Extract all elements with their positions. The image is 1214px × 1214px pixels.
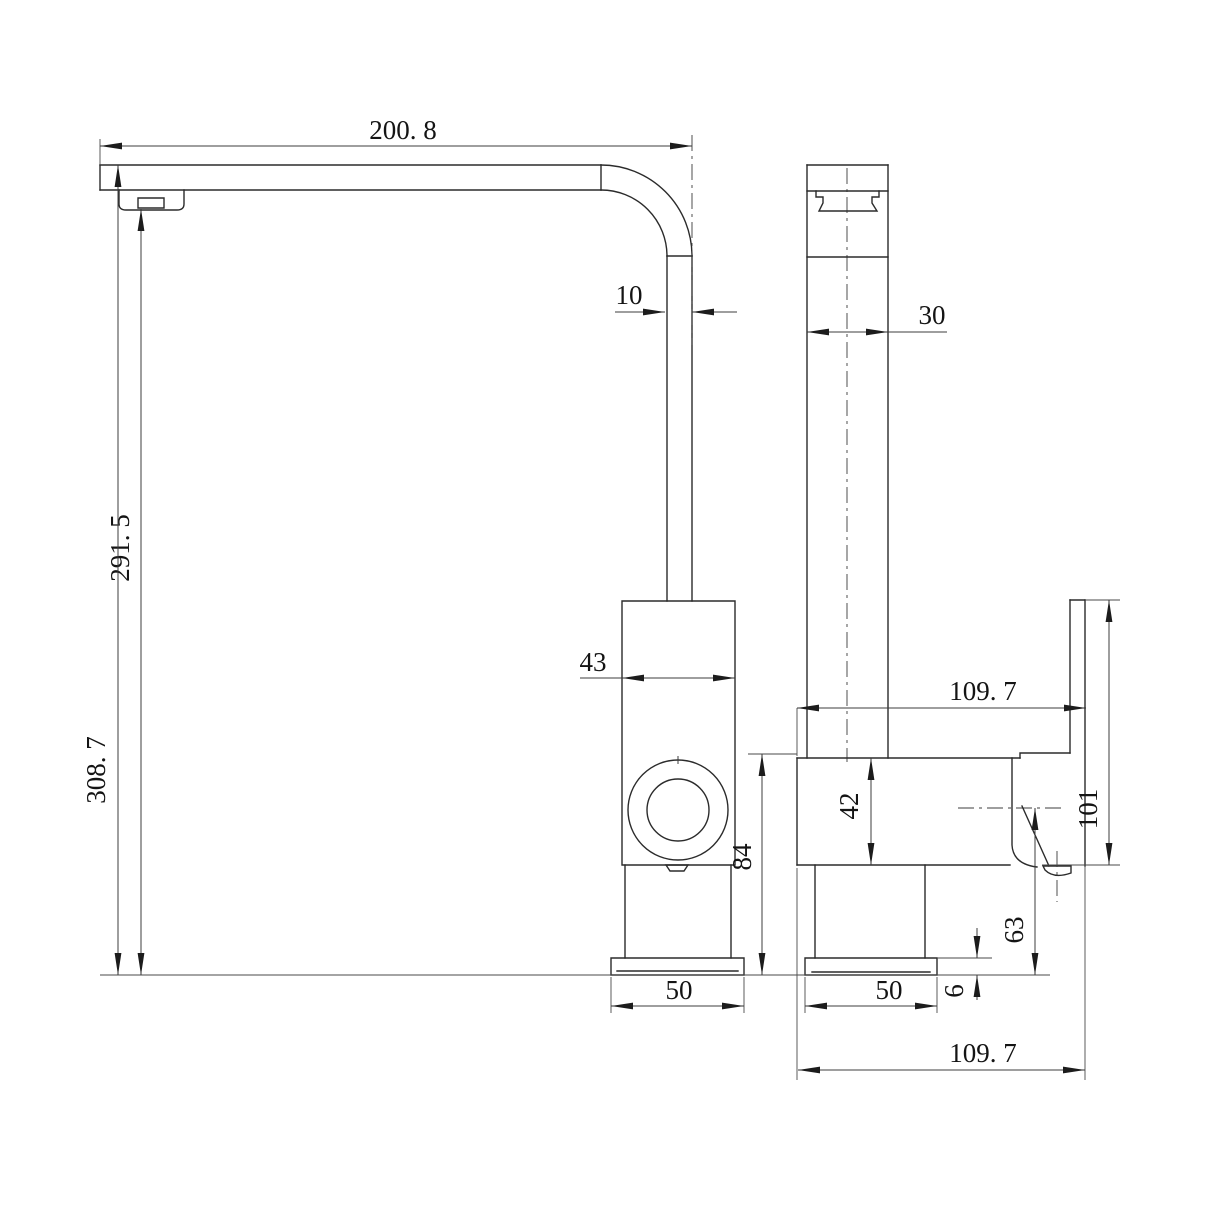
side-column: [806, 164, 889, 762]
dim-overall-height: 308. 7: [81, 165, 122, 975]
front-aerator: [118, 189, 185, 211]
dim-body-width-label: 43: [580, 647, 607, 677]
arrowhead-right: [1063, 1066, 1085, 1074]
arrowhead-bottom: [1031, 953, 1039, 975]
arrowhead-left: [643, 308, 665, 316]
arrowhead-left: [100, 142, 122, 150]
front-view: [99, 164, 745, 976]
arrowhead-bottom: [1105, 843, 1113, 865]
elbow-inner-arc: [600, 189, 668, 257]
side-body: [796, 752, 1071, 868]
side-aerator-profile: [815, 190, 880, 212]
front-base: [610, 864, 745, 976]
dim-top-reach-label: 109. 7: [949, 676, 1017, 706]
dim-body-top-height-label: 84: [727, 843, 757, 871]
dim-spout-reach: 200. 8: [99, 115, 693, 345]
front-body: [621, 600, 736, 872]
arrowhead-bottom: [867, 843, 875, 865]
arrowhead-right: [670, 142, 692, 150]
lever-foot: [1041, 865, 1072, 877]
dim-clearance-height-label: 291. 5: [105, 514, 135, 582]
dim-spout-reach-label: 200. 8: [369, 115, 437, 145]
arrowhead-top: [114, 165, 122, 187]
dim-body-height: 42: [834, 758, 875, 865]
arrowhead-left: [797, 704, 819, 712]
body-bottom-tab: [664, 864, 690, 872]
side-spout-cap: [806, 190, 889, 258]
handle-boss-inner-circle: [646, 778, 710, 842]
dim-clearance-height: 291. 5: [105, 209, 145, 975]
arrowhead-bottom: [973, 975, 981, 997]
arrowhead-left: [805, 1002, 827, 1010]
dim-pivot-height: 63: [999, 808, 1039, 975]
arrowhead-right: [1064, 704, 1086, 712]
dim-front-base-width: 50: [610, 975, 745, 1013]
arrowhead-top: [758, 754, 766, 776]
arrowhead-top: [867, 758, 875, 780]
dim-pivot-height-label: 63: [999, 917, 1029, 944]
side-handle: [1021, 599, 1086, 902]
arrowhead-left: [798, 1066, 820, 1074]
dim-front-base-width-label: 50: [666, 975, 693, 1005]
dim-base-thickness-label: 6: [939, 984, 969, 998]
elbow-outer-arc: [600, 164, 693, 257]
dim-column-width-label: 30: [919, 300, 946, 330]
aerator-insert: [137, 197, 165, 209]
dim-bottom-reach-label: 109. 7: [949, 1038, 1017, 1068]
arrowhead-left: [807, 328, 829, 336]
dim-side-base-width: 50: [804, 975, 938, 1013]
aerator-housing: [118, 189, 185, 211]
dim-base-thickness: 6: [937, 928, 992, 1000]
dim-overall-height-label: 308. 7: [81, 736, 111, 804]
arrowhead-right: [866, 328, 888, 336]
dim-side-base-width-label: 50: [876, 975, 903, 1005]
dim-body-height-label: 42: [834, 793, 864, 820]
arrowhead-bottom: [114, 953, 122, 975]
side-base: [804, 864, 938, 976]
dim-bottom-reach: 109. 7: [796, 866, 1086, 1080]
arrowhead-top: [137, 209, 145, 231]
arrowhead-right: [915, 1002, 937, 1010]
front-spout-arm: [99, 164, 693, 602]
dim-handle-height: 101: [1042, 599, 1120, 866]
side-view: [796, 164, 1086, 976]
side-body-step: [1019, 752, 1071, 759]
arrowhead-top: [1031, 808, 1039, 830]
body-outline-front: [621, 600, 736, 866]
dim-handle-height-label: 101: [1073, 789, 1103, 830]
dim-body-width: 43: [580, 647, 735, 682]
arrowhead-bottom: [758, 953, 766, 975]
dim-body-top-height: 84: [727, 753, 797, 975]
arrowhead-right: [692, 308, 714, 316]
side-body-right-round: [1011, 757, 1038, 868]
dim-column-width: 30: [807, 300, 947, 336]
arrowhead-left: [611, 1002, 633, 1010]
arrowhead-top: [973, 936, 981, 958]
dim-tube-width: 10: [615, 280, 737, 316]
arrowhead-left: [622, 674, 644, 682]
handle-boss-outer-circle: [627, 759, 729, 861]
dim-top-reach: 109. 7: [796, 676, 1086, 756]
arrowhead-right: [722, 1002, 744, 1010]
arrowhead-right: [713, 674, 735, 682]
dim-tube-width-label: 10: [616, 280, 643, 310]
arrowhead-bottom: [137, 953, 145, 975]
front-base-plate: [610, 957, 745, 976]
arrowhead-top: [1105, 600, 1113, 622]
